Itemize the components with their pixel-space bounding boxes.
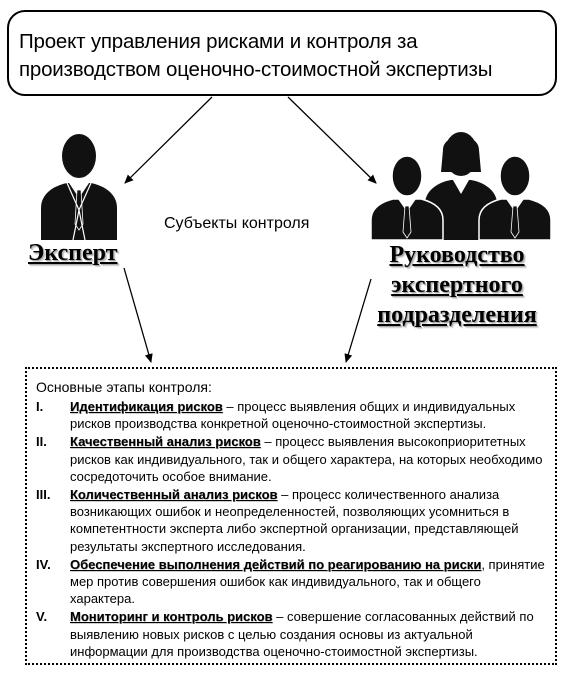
subjects-label: Субъекты контроля	[164, 215, 310, 232]
stage-body: Обеспечение выполнения действий по реаги…	[70, 556, 546, 608]
stage-text: – процесс выявления высокоприоритетных р…	[70, 434, 543, 484]
stage-number: III.	[36, 487, 51, 503]
stage-term: Мониторинг и контроль рисков	[70, 609, 273, 625]
expert-person-icon	[41, 134, 117, 240]
stage-item: I. Идентификация рисков – процесс выявле…	[36, 398, 546, 432]
project-title: Проект управления рисками и контроля за …	[19, 30, 493, 81]
stage-number: II.	[36, 434, 47, 450]
stage-item: V. Мониторинг и контроль рисков – соверш…	[36, 608, 546, 660]
stage-body: Количественный анализ рисков – процесс к…	[70, 486, 546, 555]
stage-body: Качественный анализ рисков – процесс выя…	[70, 433, 546, 485]
stage-text: – процесс выявления общих и индивидуальн…	[70, 399, 516, 432]
management-label-line: Руководство	[389, 242, 525, 268]
stage-body: Мониторинг и контроль рисков – совершени…	[70, 608, 546, 660]
stage-text: – процесс количественного анализа возник…	[70, 487, 519, 554]
arrow-project-to-management	[287, 96, 377, 184]
stage-item: III. Количественный анализ рисков – проц…	[36, 486, 546, 555]
stages-heading: Основные этапы контроля:	[36, 379, 212, 395]
management-label-line: подразделения	[377, 302, 537, 328]
stage-item: II. Качественный анализ рисков – процесс…	[36, 433, 546, 485]
management-label-line: экспертного	[391, 272, 523, 298]
stage-text: – совершение согласованных действий по в…	[70, 609, 534, 659]
stage-item: IV. Обеспечение выполнения действий по р…	[36, 556, 546, 608]
management-label: Руководство экспертного подразделения	[362, 240, 552, 330]
stage-body: Идентификация рисков – процесс выявления…	[70, 398, 546, 432]
stage-term: Качественный анализ рисков	[70, 434, 261, 450]
stage-number: V.	[36, 609, 48, 625]
stage-text: , принятие мер против совершения ошибок …	[70, 556, 545, 607]
arrow-expert-to-stages	[123, 267, 153, 363]
stage-number: I.	[36, 399, 44, 414]
stage-number: IV.	[36, 556, 51, 572]
project-box: Проект управления рисками и контроля за …	[7, 10, 557, 96]
stages-list: I. Идентификация рисков – процесс выявле…	[36, 398, 546, 661]
management-group-icon	[370, 132, 552, 240]
stage-term: Обеспечение выполнения действий по реаги…	[70, 556, 482, 572]
stage-term: Количественный анализ рисков	[70, 487, 278, 503]
expert-label: Эксперт	[28, 240, 118, 266]
arrow-project-to-expert	[124, 96, 213, 184]
stage-term: Идентификация рисков	[70, 399, 223, 414]
control-stages-box: Основные этапы контроля: I. Идентификаци…	[25, 367, 557, 665]
